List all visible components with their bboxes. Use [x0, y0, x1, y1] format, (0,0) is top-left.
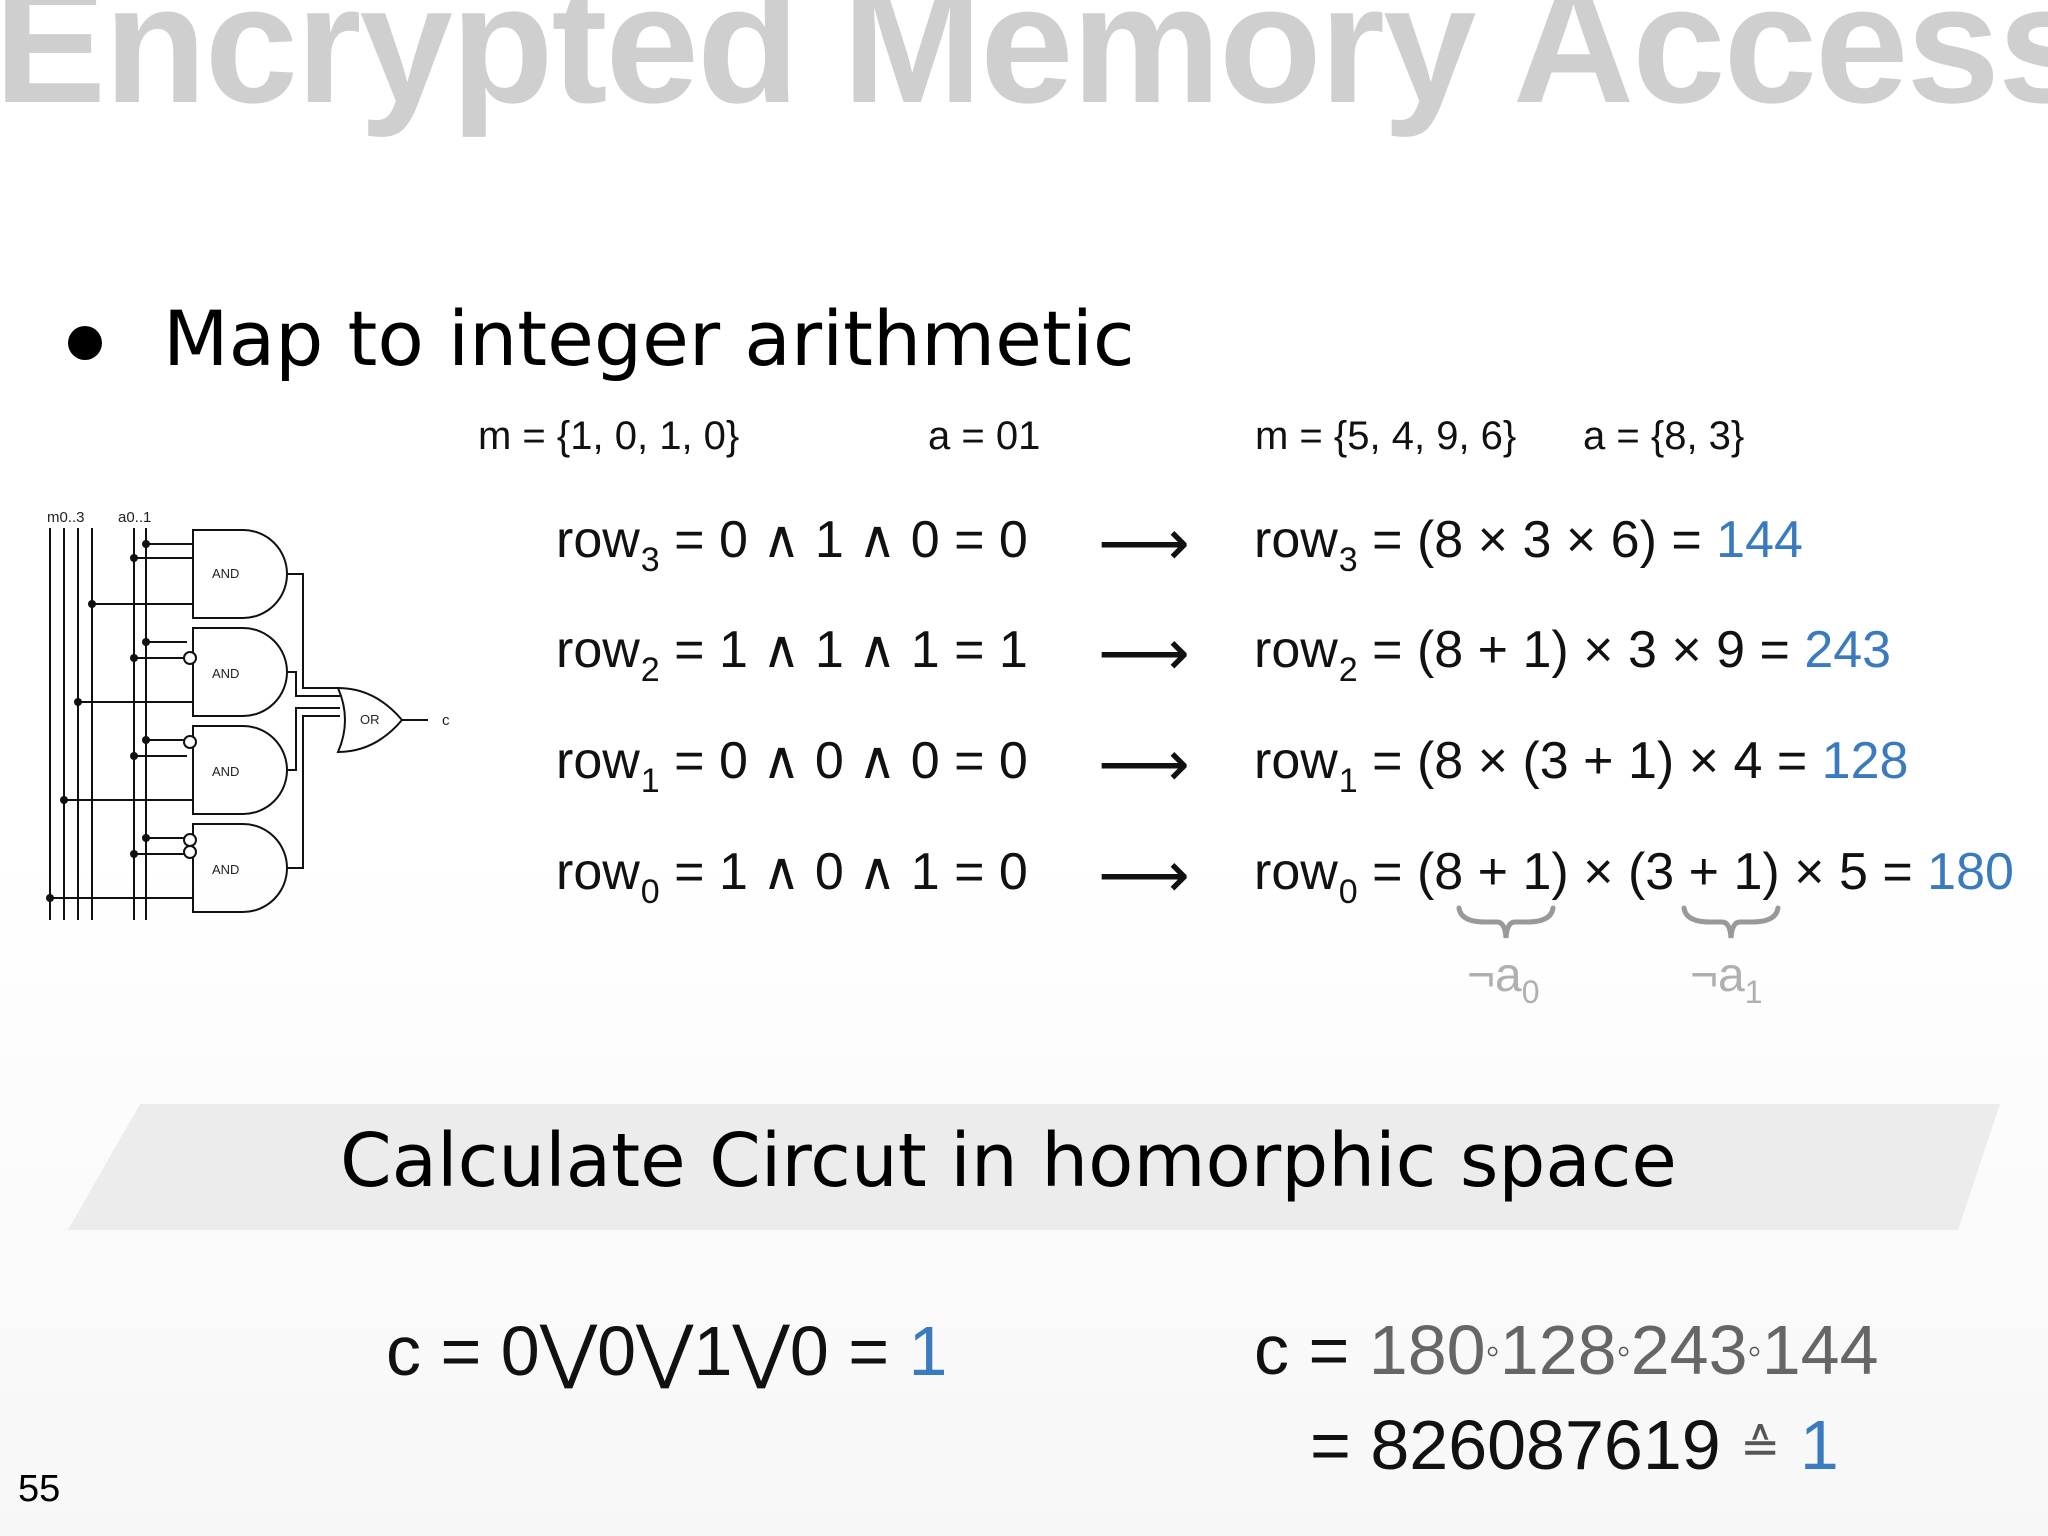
bool-row-0: row0 = 1 ∧ 0 ∧ 1 = 0: [556, 843, 1028, 911]
bool-row-3: row3 = 0 ∧ 1 ∧ 0 = 0: [556, 511, 1028, 579]
not-a1-annotation: ¬a1: [1690, 949, 1763, 1010]
not-a0-annotation: ¬a0: [1467, 949, 1540, 1010]
circuit-input-a-label: a0..1: [118, 509, 151, 526]
left-memory-set: m = {1, 0, 1, 0}: [478, 414, 740, 458]
banner-text: Calculate Circut in homorphic space: [340, 1118, 1677, 1204]
logic-circuit-diagram: m0..3 a0..1 AND AND AND AND OR c: [46, 509, 450, 920]
left-address: a = 01: [928, 414, 1041, 458]
bool-row-1: row1 = 0 ∧ 0 ∧ 0 = 0: [556, 732, 1028, 800]
bool-row-2: row2 = 1 ∧ 1 ∧ 1 = 1: [556, 621, 1028, 689]
brace-icon: [1456, 905, 1556, 939]
circuit-output-label: c: [442, 712, 450, 729]
slide-title: Encrypted Memory Access: [0, 0, 2048, 138]
and-gate-3-label: AND: [212, 764, 239, 779]
result-left: c = 0⋁0⋁1⋁0 = 1: [386, 1312, 948, 1390]
result-right-line1: c = 180◦128◦243◦144: [1254, 1311, 1879, 1389]
arrow-icon: ⟶: [1098, 507, 1190, 579]
and-gate-1-label: AND: [212, 566, 239, 581]
banner-background: [68, 1104, 2000, 1230]
arrow-icon: ⟶: [1098, 617, 1190, 689]
or-gate-label: OR: [360, 712, 380, 727]
bullet-text: Map to integer arithmetic: [163, 294, 1135, 383]
arith-row-2: row2 = (8 + 1) × 3 × 9 = 243: [1254, 621, 1892, 689]
arith-row-1: row1 = (8 × (3 + 1) × 4 = 128: [1254, 732, 1909, 800]
and-gate-2-label: AND: [212, 666, 239, 681]
page-number: 55: [18, 1468, 61, 1510]
arith-row-3: row3 = (8 × 3 × 6) = 144: [1254, 511, 1803, 579]
arrow-icon: ⟶: [1098, 839, 1190, 911]
circuit-input-m-label: m0..3: [47, 509, 85, 526]
right-address-set: a = {8, 3}: [1583, 414, 1745, 458]
right-memory-set: m = {5, 4, 9, 6}: [1255, 414, 1517, 458]
arrow-icon: ⟶: [1098, 728, 1190, 800]
arith-row-0: row0 = (8 + 1) × (3 + 1) × 5 = 180: [1254, 843, 2014, 911]
bullet-icon: [68, 326, 102, 360]
brace-icon: [1681, 905, 1781, 939]
result-right-line2: = 826087619 ≙ 1: [1310, 1406, 1839, 1484]
and-gate-4-label: AND: [212, 862, 239, 877]
